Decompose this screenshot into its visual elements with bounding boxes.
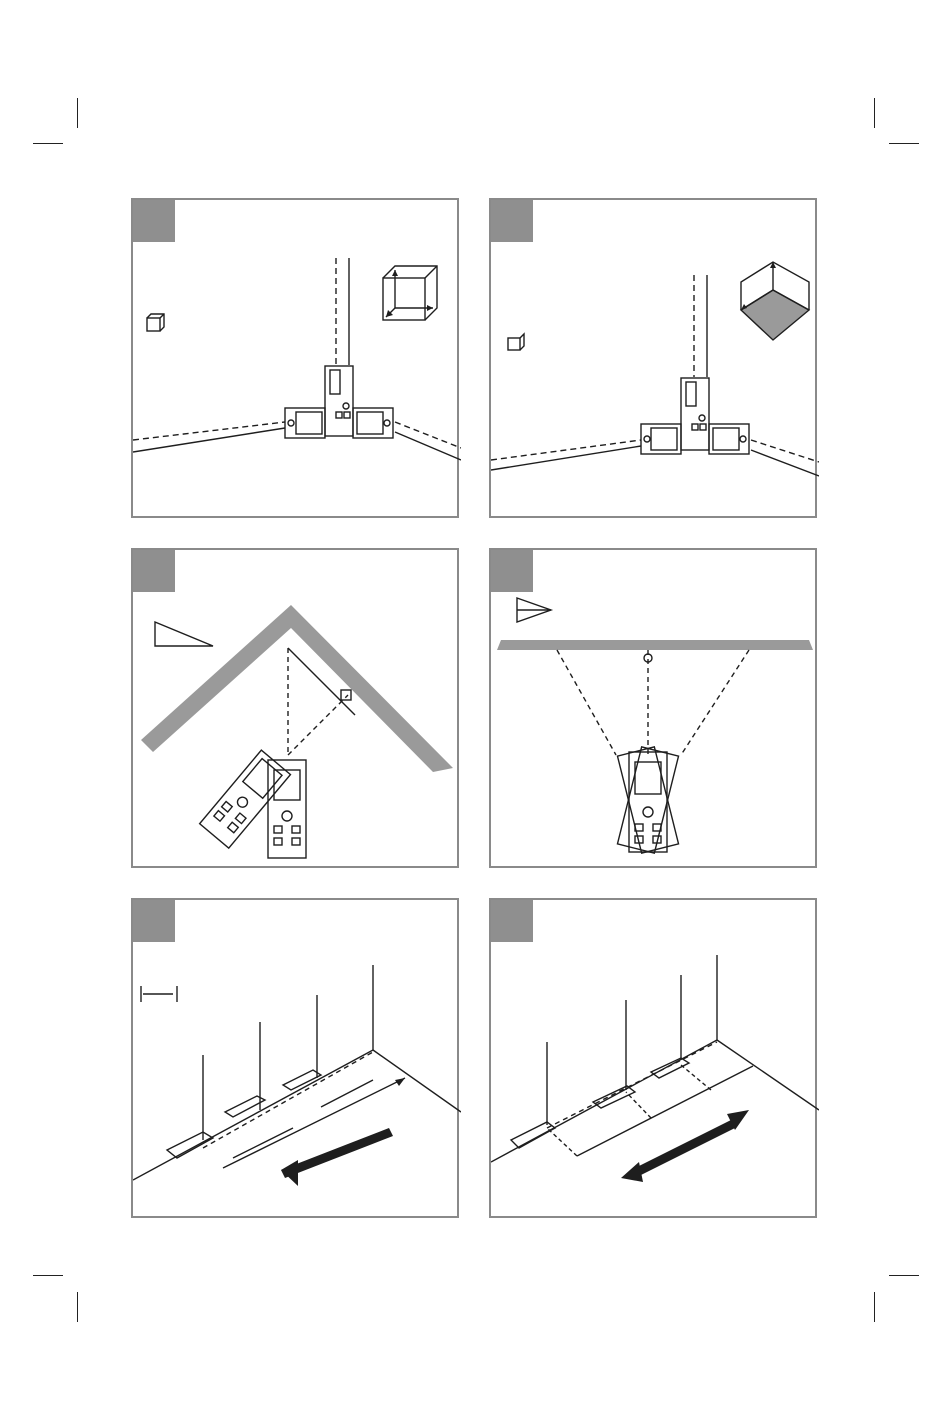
panel-min-max-measurement bbox=[489, 898, 817, 1218]
ceiling-illustration bbox=[491, 550, 819, 870]
minmax-illustration bbox=[491, 900, 819, 1220]
panel-area bbox=[489, 198, 817, 518]
crop-mark bbox=[889, 1275, 919, 1276]
cube-icon bbox=[383, 266, 437, 320]
crop-mark bbox=[77, 98, 78, 128]
triangle-icon bbox=[517, 598, 551, 622]
crop-mark bbox=[33, 1275, 63, 1276]
panel-indirect-height-right-triangle bbox=[131, 548, 459, 868]
panel-continuous-measurement bbox=[131, 898, 459, 1218]
distance-arrow-icon bbox=[141, 986, 177, 1002]
crop-mark bbox=[874, 98, 875, 128]
crop-mark bbox=[77, 1292, 78, 1322]
crop-mark bbox=[33, 143, 63, 144]
cube-icon bbox=[147, 314, 164, 331]
continuous-illustration bbox=[133, 900, 461, 1220]
area-illustration bbox=[491, 200, 819, 520]
right-triangle-icon bbox=[155, 622, 213, 646]
crop-mark bbox=[874, 1292, 875, 1322]
panel-indirect-height-two-point bbox=[489, 548, 817, 868]
panel-volume bbox=[131, 198, 459, 518]
square-area-icon bbox=[508, 334, 524, 350]
volume-illustration bbox=[133, 200, 461, 520]
roof-illustration bbox=[133, 550, 461, 870]
crop-mark bbox=[889, 143, 919, 144]
